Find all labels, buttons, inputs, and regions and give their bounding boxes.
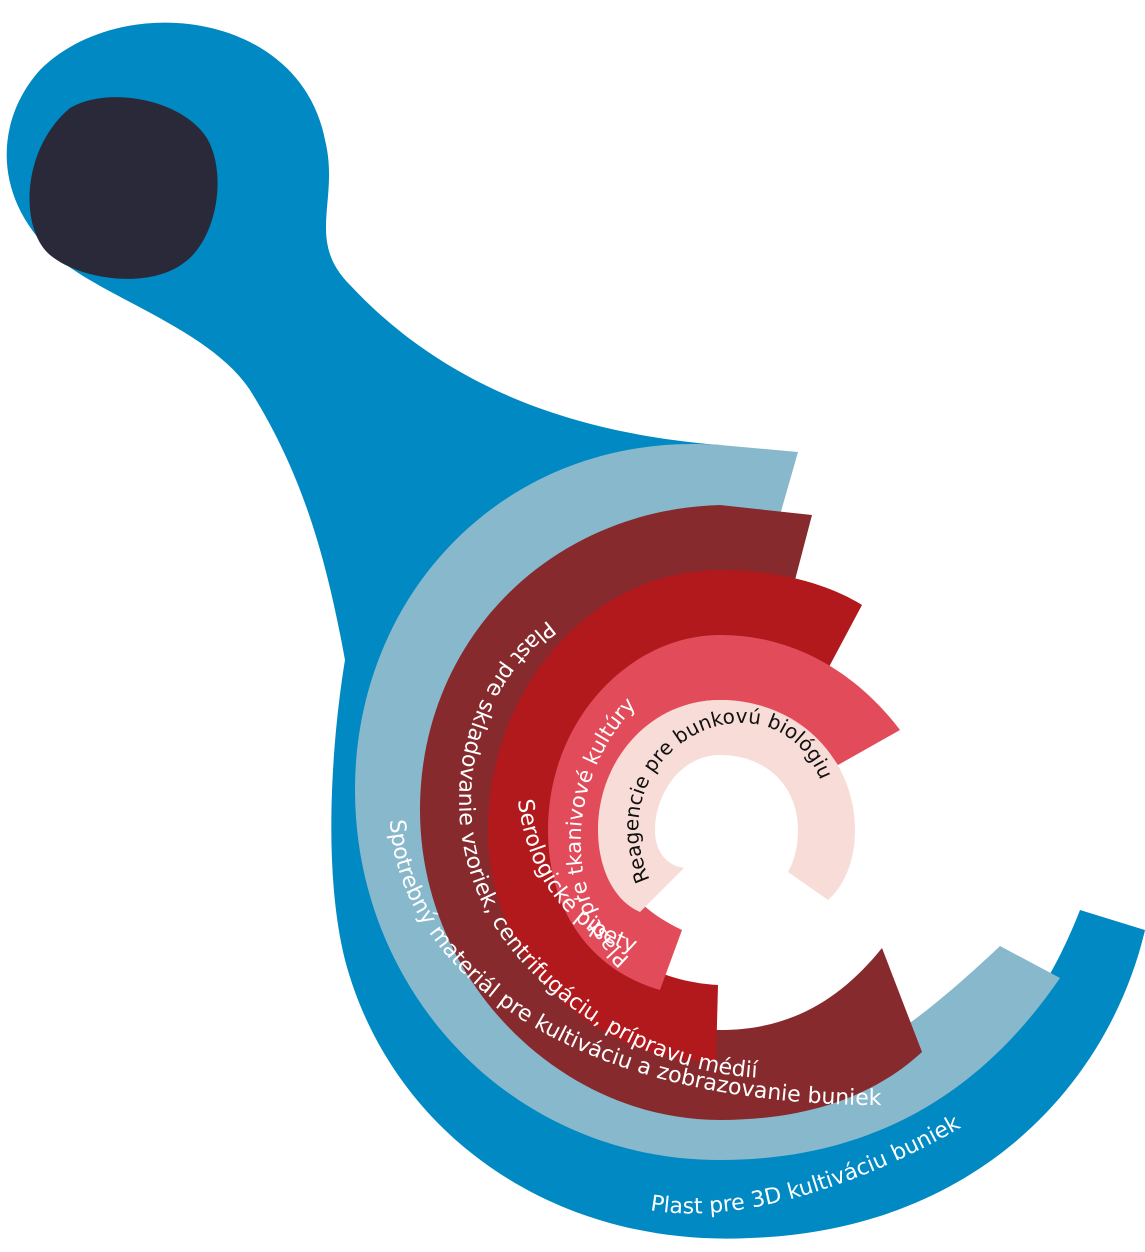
ring-pipety bbox=[488, 570, 862, 1062]
ring-reagencie bbox=[598, 700, 855, 912]
blue-head-and-outer-ring bbox=[6, 22, 1145, 1239]
dark-eye-shape bbox=[29, 97, 218, 279]
